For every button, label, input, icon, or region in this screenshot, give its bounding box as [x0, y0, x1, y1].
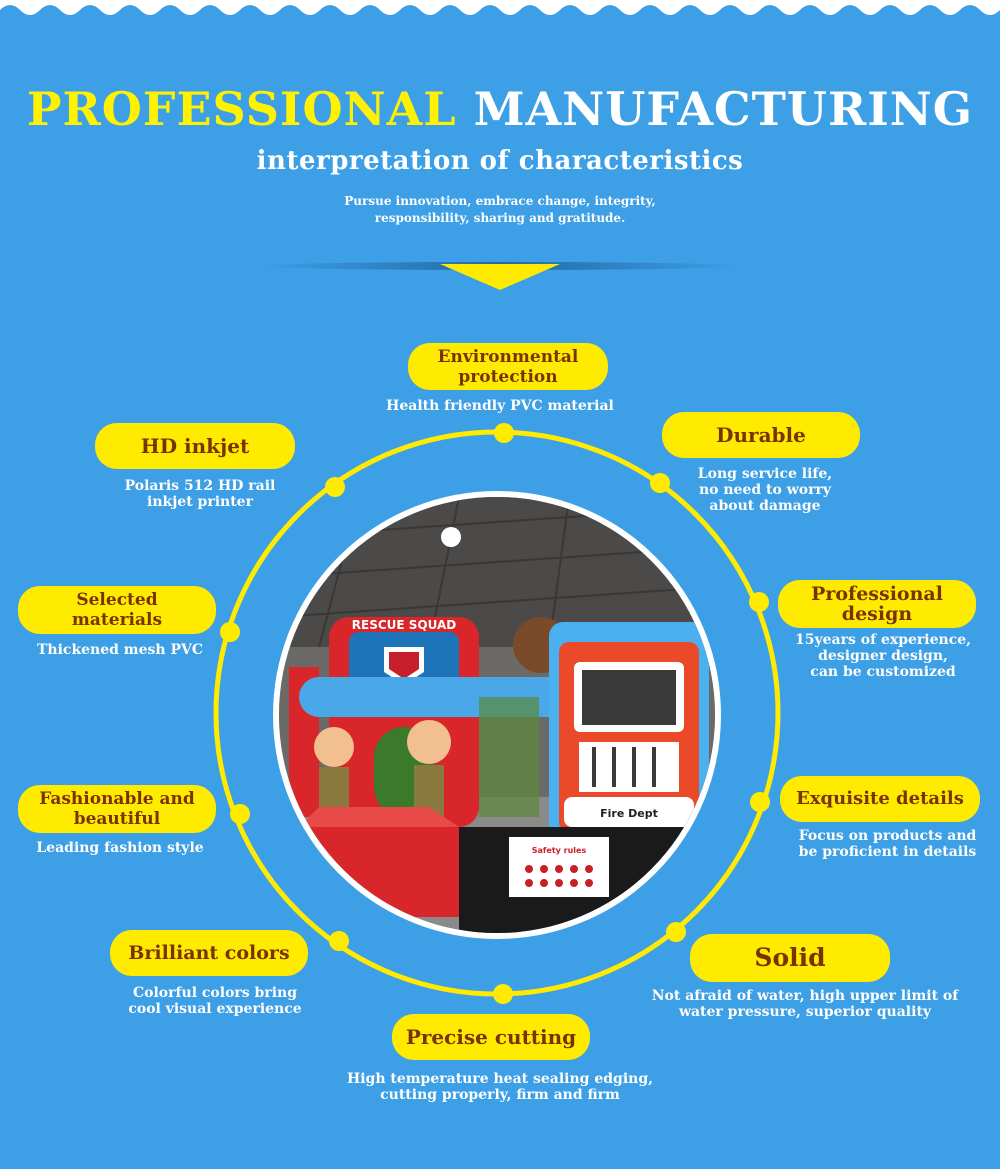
tagline-line-1: Pursue innovation, embrace change, integ…: [344, 194, 656, 208]
feature-description-line: Not afraid of water, high upper limit of: [651, 988, 959, 1004]
feature-title-brilliant-colors: Brilliant colors: [110, 930, 308, 976]
feature-title-durable: Durable: [662, 412, 860, 458]
tagline: Pursue innovation, embrace change, integ…: [300, 193, 700, 227]
feature-description-line: water pressure, superior quality: [678, 1004, 932, 1020]
feature-description-environmental-protection: Health friendly PVC material: [330, 398, 670, 414]
top-wave-border: [0, 0, 1000, 15]
feature-title-line: Brilliant colors: [128, 942, 290, 964]
feature-description-line: Polaris 512 HD rail: [124, 478, 276, 494]
ring-dot-professional-design: [749, 592, 769, 612]
feature-description-line: cutting properly, firm and firm: [380, 1087, 620, 1103]
feature-description-fashionable-and-beautiful: Leading fashion style: [15, 840, 225, 856]
feature-title-line: materials: [71, 610, 163, 630]
feature-description-line: cool visual experience: [128, 1001, 302, 1017]
feature-title-line: beautiful: [73, 809, 161, 829]
ring-dot-fashionable-and-beautiful: [230, 804, 250, 824]
title-part-professional: PROFESSIONAL: [26, 82, 457, 136]
rescue-squad-sign: RESCUE SQUAD: [352, 618, 457, 632]
ring-dot-selected-materials: [220, 622, 240, 642]
feature-title-solid: Solid: [690, 934, 890, 982]
subtitle: interpretation of characteristics: [256, 146, 744, 176]
ring-dot-exquisite-details: [750, 792, 770, 812]
feature-title-line: design: [841, 603, 913, 625]
feature-description-line: Leading fashion style: [36, 840, 204, 856]
feature-description-line: High temperature heat sealing edging,: [346, 1071, 653, 1087]
ring-dot-environmental-protection: [494, 423, 514, 443]
inflatable-fire-truck-illustration: RESCUE SQUAD Fire Dept: [279, 497, 715, 933]
feature-description-line: no need to worry: [698, 482, 831, 498]
ring-dot-hd-inkjet: [325, 477, 345, 497]
header-divider: [260, 262, 740, 290]
feature-description-line: designer design,: [818, 648, 948, 664]
feature-title-line: HD inkjet: [140, 434, 250, 458]
feature-title-line: Solid: [754, 943, 826, 972]
feature-description-line: Long service life,: [697, 466, 833, 482]
feature-title-line: protection: [458, 366, 558, 387]
feature-title-line: Exquisite details: [796, 788, 964, 809]
feature-title-line: Professional: [811, 583, 943, 605]
feature-description-line: Focus on products and: [798, 828, 977, 844]
page-title: PROFESSIONAL MANUFACTURING: [0, 82, 1000, 136]
feature-description-line: Health friendly PVC material: [386, 398, 614, 414]
feature-title-hd-inkjet: HD inkjet: [95, 423, 295, 469]
ring-dot-brilliant-colors: [329, 931, 349, 951]
feature-description-line: can be customized: [810, 664, 956, 680]
feature-description-line: Colorful colors bring: [132, 985, 297, 1001]
ring-dot-precise-cutting: [493, 984, 513, 1004]
title-part-manufacturing: MANUFACTURING: [473, 82, 974, 136]
feature-description-selected-materials: Thickened mesh PVC: [15, 642, 225, 658]
feature-description-line: be proficient in details: [798, 844, 977, 860]
feature-description-solid: Not afraid of water, high upper limit of…: [620, 988, 990, 1020]
product-photo: RESCUE SQUAD Fire Dept: [273, 491, 721, 939]
feature-title-line: Durable: [716, 423, 806, 447]
feature-title-line: Selected: [76, 590, 158, 610]
fire-dept-label: Fire Dept: [600, 807, 658, 820]
feature-title-line: Fashionable and: [39, 789, 195, 809]
feature-description-professional-design: 15years of experience,designer design,ca…: [770, 632, 996, 680]
feature-description-line: 15years of experience,: [795, 632, 971, 648]
feature-description-line: inkjet printer: [147, 494, 253, 510]
ring-dot-durable: [650, 473, 670, 493]
safety-rules-sign: Safety rules: [532, 846, 587, 855]
feature-title-line: Precise cutting: [405, 1025, 577, 1049]
tagline-line-2: responsibility, sharing and gratitude.: [374, 211, 626, 225]
ring-dot-solid: [666, 922, 686, 942]
feature-description-precise-cutting: High temperature heat sealing edging,cut…: [310, 1071, 690, 1103]
feature-description-line: Thickened mesh PVC: [37, 642, 203, 658]
feature-title-exquisite-details: Exquisite details: [780, 776, 980, 822]
feature-description-line: about damage: [709, 498, 821, 514]
feature-title-line: Environmental: [437, 346, 579, 367]
feature-title-precise-cutting: Precise cutting: [392, 1014, 590, 1060]
